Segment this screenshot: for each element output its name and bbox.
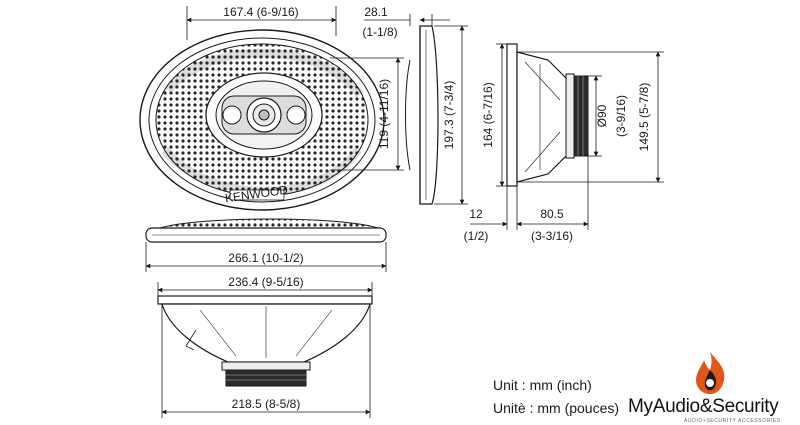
magnet-diameter-dimension [588, 75, 602, 157]
profile-depth-label: 80.5 [540, 207, 564, 221]
profile-basket [516, 51, 573, 183]
side-depth-dimension [364, 14, 450, 26]
front-width-dimension [186, 6, 337, 40]
grille-band-top [164, 48, 364, 98]
basket-width-label: 218.5 (8-5/8) [232, 397, 301, 411]
profile-depth-inch-label: (3-3/16) [531, 229, 573, 243]
front-width-label: 167.4 (6-9/16) [223, 5, 298, 19]
cutout-width-dimension [157, 282, 373, 296]
flame-logo-icon [696, 352, 725, 394]
magnet-diameter-label: Ø90 [595, 104, 609, 127]
bottom-view [157, 295, 373, 387]
side-depth-label: 28.1 [364, 5, 388, 19]
bottom-basket-rib1 [199, 309, 237, 357]
profile-depth-dimension [470, 156, 589, 230]
overall-height-label: 149.5 (5-7/8) [637, 83, 651, 152]
speaker-outer-frame [139, 29, 385, 211]
bottom-magnet-plate [221, 361, 311, 371]
bottom-flange [157, 295, 373, 305]
side-flange-outline [419, 25, 439, 205]
bottom-magnet [225, 369, 307, 387]
tweeter-left [222, 105, 242, 125]
magnet-diameter-inch-label: (3-9/16) [614, 95, 628, 137]
top-width-dimension [145, 242, 387, 272]
bottom-terminal [185, 329, 197, 351]
profile-view [506, 43, 589, 187]
top-view [145, 218, 387, 243]
basket-width-dimension [161, 304, 371, 418]
profile-basket-rib1 [524, 61, 561, 101]
bottom-basket-rib2 [295, 309, 333, 357]
tweeter-center-dome [258, 109, 270, 121]
side-view [405, 25, 439, 205]
side-height-label: 197.3 (7-3/4) [442, 81, 456, 150]
overall-height-dimension [517, 51, 664, 183]
watermark-brand: MyAudio&Security [628, 396, 779, 417]
profile-basket-rib2 [524, 131, 561, 173]
profile-height-label: 164 (6-7/16) [481, 82, 495, 147]
top-grille-dome [159, 218, 379, 229]
unit-label-french: Unitè : mm (pouces) [493, 400, 620, 416]
unit-label-english: Unit : mm (inch) [493, 377, 592, 393]
front-height-dimension [330, 57, 404, 171]
front-view [139, 29, 385, 211]
speaker-inner-frame [148, 37, 376, 203]
side-depth-inch-label: (1-1/8) [362, 25, 397, 39]
profile-flange-label: 12 [469, 207, 483, 221]
side-height-dimension [434, 25, 468, 205]
watermark-tagline: AUDIO+SECURITY ACCESSORIES [684, 418, 781, 424]
badge-plate [229, 189, 285, 201]
profile-height-dimension [496, 43, 507, 187]
cutout-width-label: 236.4 (9-5/16) [228, 275, 303, 289]
side-grille-edge [405, 59, 411, 171]
profile-magnet-plate [565, 73, 575, 159]
front-height-label: 119 (4-11/16) [377, 79, 391, 149]
top-width-label: 266.1 (10-1/2) [228, 251, 303, 265]
tweeter-right [286, 105, 306, 125]
profile-flange [506, 43, 518, 187]
profile-flange-inch-label: (1/2) [464, 229, 489, 243]
profile-magnet [573, 75, 589, 157]
